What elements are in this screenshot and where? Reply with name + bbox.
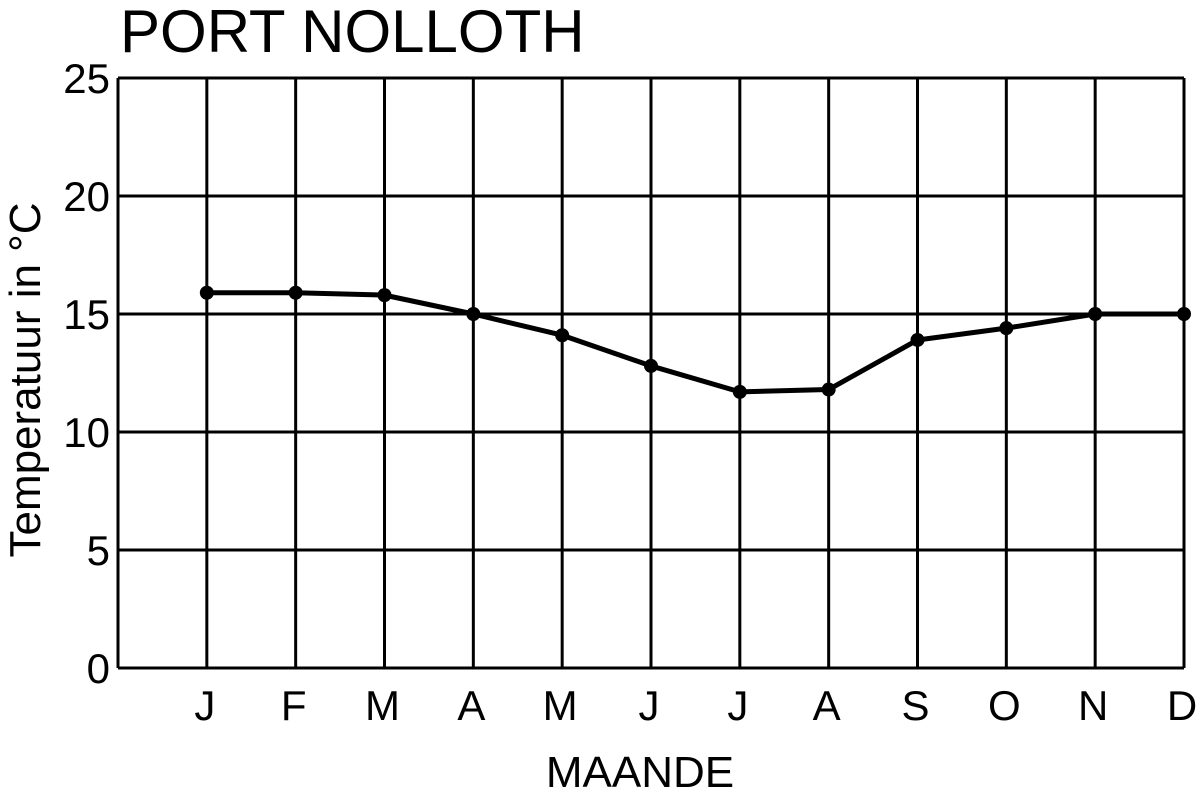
x-axis-label: MAANDE	[546, 748, 734, 791]
y-axis-label: Temperatuur in °C	[1, 202, 50, 557]
data-point	[377, 288, 392, 303]
y-tick-label: 25	[63, 55, 110, 102]
x-tick-label: J	[639, 682, 660, 729]
chart-title: PORT NOLLOTH	[120, 0, 585, 65]
y-tick-label: 10	[63, 409, 110, 456]
y-tick-label: 15	[63, 291, 110, 338]
grid	[116, 76, 1186, 670]
x-tick-label: F	[281, 682, 307, 729]
x-tick-label: J	[194, 682, 215, 729]
data-point	[999, 321, 1014, 336]
x-tick-label: M	[365, 682, 400, 729]
data-point	[1088, 307, 1103, 321]
data-point	[644, 358, 658, 373]
x-tick-label: J	[727, 682, 748, 729]
x-tick-label: O	[988, 682, 1021, 729]
series	[199, 285, 1191, 399]
data-point	[732, 384, 747, 399]
data-point	[288, 285, 303, 300]
data-point	[821, 382, 836, 397]
y-axis-ticks: 0 5 10 15 20 25	[63, 55, 110, 692]
data-point	[466, 307, 481, 321]
x-tick-label: S	[901, 682, 929, 729]
data-point	[199, 285, 214, 300]
data-point	[910, 332, 925, 347]
x-tick-label: A	[813, 682, 841, 729]
x-tick-label: N	[1078, 682, 1108, 729]
x-tick-label: M	[543, 682, 578, 729]
y-tick-label: 5	[87, 527, 110, 574]
series-line	[206, 290, 1184, 395]
x-tick-label: D	[1167, 682, 1197, 729]
data-point	[555, 328, 570, 343]
data-point	[1177, 307, 1191, 321]
y-tick-label: 0	[87, 645, 110, 692]
y-tick-label: 20	[63, 173, 110, 220]
x-tick-label: A	[457, 682, 485, 729]
